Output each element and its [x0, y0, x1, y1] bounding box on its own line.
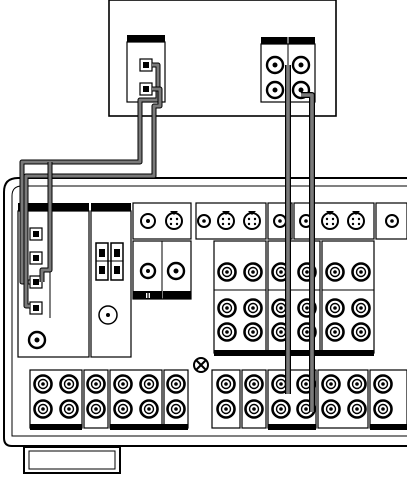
- video-jack-r2-c1: [219, 300, 236, 317]
- svideo-jack-4: [244, 213, 260, 229]
- svideo-jack-1: [141, 214, 155, 228]
- source-audio-jack-1: [267, 57, 283, 73]
- fm-antenna-jack: [99, 306, 117, 324]
- audio-jack-r2-c11: [323, 401, 340, 418]
- audio-jack-r2-c2: [61, 401, 78, 418]
- receiver-audio-in-jack-1: [141, 264, 155, 278]
- source-audio-jack-3: [267, 82, 283, 98]
- receiver-svideo-panel: II: [133, 203, 191, 300]
- audio-jack-r1-c5: [141, 376, 158, 393]
- bottom-audio-panel: [30, 370, 407, 430]
- video-jack-r3-c5: [327, 324, 344, 341]
- video-jack-r1-c6: [353, 264, 370, 281]
- video-jack-r3-c2: [245, 324, 262, 341]
- audio-jack-r1-c12: [349, 376, 366, 393]
- source-optical-label-bar: [127, 35, 165, 42]
- audio-jack-r1-c13: [375, 376, 392, 393]
- receiver-optical-jack-1: [30, 228, 42, 240]
- svideo-jack-3: [218, 213, 234, 229]
- input-roman-two-label: II: [145, 292, 150, 300]
- audio-jack-r2-c5: [141, 401, 158, 418]
- receiver-audio-in-jack-2: [168, 263, 184, 279]
- video-group-3: [294, 203, 374, 239]
- audio-jack-r1-c8: [246, 376, 263, 393]
- video-jack-r2-c5: [327, 300, 344, 317]
- receiver-coaxial-jack: [29, 332, 45, 348]
- video-jack-r3-c1: [219, 324, 236, 341]
- audio-jack-r1-c2: [61, 376, 78, 393]
- audio-jack-r2-c9: [273, 401, 290, 418]
- video-jack-r1-c5: [327, 264, 344, 281]
- video-jack-r2-c2: [245, 300, 262, 317]
- audio-jack-r1-c4: [115, 376, 132, 393]
- receiver-antenna-panel: [91, 203, 131, 357]
- svideo-jack-5: [322, 213, 338, 229]
- source-audio-jack-2: [293, 57, 309, 73]
- audio-jack-r2-c7: [218, 401, 235, 418]
- audio-jack-r2-c8: [246, 401, 263, 418]
- receiver: II: [4, 178, 407, 473]
- audio-jack-r1-c1: [35, 376, 52, 393]
- video-group-1: [196, 203, 266, 239]
- audio-jack-r2-c1: [35, 401, 52, 418]
- audio-jack-r1-c6: [168, 376, 185, 393]
- audio-jack-r2-c6: [168, 401, 185, 418]
- video-jack-r1-c2: [245, 264, 262, 281]
- svideo-jack-2: [166, 213, 182, 229]
- video-jack-grid: [214, 241, 374, 356]
- receiver-optical-jack-4: [30, 302, 42, 314]
- video-jack-r3-c6: [353, 324, 370, 341]
- ground-screw-icon: [194, 358, 208, 372]
- video-jack-r2-c6: [353, 300, 370, 317]
- svideo-jack-6: [348, 213, 364, 229]
- audio-jack-r2-c12: [349, 401, 366, 418]
- receiver-optical-jack-2: [30, 252, 42, 264]
- audio-jack-r1-c7: [218, 376, 235, 393]
- audio-jack-r2-c13: [375, 401, 392, 418]
- audio-jack-r2-c4: [115, 401, 132, 418]
- video-jack-r1-c1: [219, 264, 236, 281]
- audio-jack-r1-c11: [323, 376, 340, 393]
- audio-jack-r2-c3: [88, 401, 105, 418]
- audio-jack-r1-c3: [88, 376, 105, 393]
